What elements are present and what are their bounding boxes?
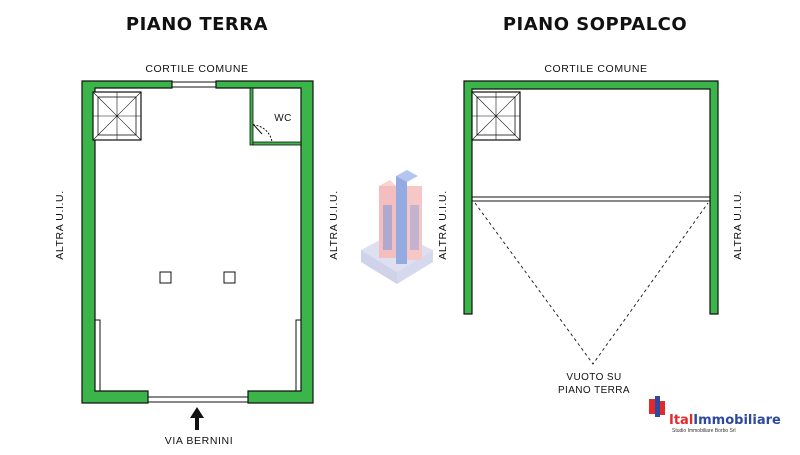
ground-outer-wall-right-top (215, 80, 314, 404)
ground-side-notches (95, 319, 301, 391)
wc-room: WC (249, 87, 302, 146)
wc-door-swing (252, 124, 273, 143)
ground-top-opening (172, 81, 216, 88)
ground-outer-wall (81, 80, 173, 404)
mezzanine-left-label: ALTRA U.I.U. (437, 190, 449, 259)
brand-subtitle: Studio Immobiliare Borbo Srl (672, 428, 736, 434)
brand-name: ItalImmobiliare (669, 413, 781, 428)
column-right (223, 271, 236, 284)
wc-door-leaf (252, 123, 263, 135)
wc-label: WC (274, 113, 291, 124)
mezzanine-skylight-icon (471, 91, 521, 141)
ground-right-label: ALTRA U.I.U. (328, 190, 340, 259)
mezzanine-right-label: ALTRA U.I.U. (732, 190, 744, 259)
ground-left-label: ALTRA U.I.U. (54, 190, 66, 259)
mezzanine-floor-title: PIANO SOPPALCO (503, 14, 687, 35)
ground-top-label: CORTILE COMUNE (145, 63, 248, 75)
ground-floor-plan: PIANO TERRA CORTILE COMUNE WC ALTRA U.I.… (54, 14, 340, 447)
brand-logo: ItalImmobiliare Studio Immobiliare Borbo… (648, 396, 781, 434)
brand-building-icon (648, 396, 666, 417)
mezzanine-outer-wall (463, 80, 719, 315)
void-dashed-lines (474, 202, 709, 365)
mezzanine-top-label: CORTILE COMUNE (544, 63, 647, 75)
ground-entrance-opening (148, 396, 248, 403)
void-label-line2: PIANO TERRA (558, 385, 630, 396)
ground-floor-title: PIANO TERRA (126, 14, 268, 35)
void-label-line1: VUOTO SU (566, 372, 621, 383)
column-left (159, 271, 172, 284)
watermark-building-logo (361, 170, 433, 284)
mezzanine-floor-plan: PIANO SOPPALCO CORTILE COMUNE VUOTO SU P… (437, 14, 744, 396)
entrance-arrow-icon (190, 407, 204, 430)
mezzanine-edge (472, 196, 710, 202)
ground-skylight-icon (92, 91, 142, 141)
ground-bottom-label: VIA BERNINI (165, 435, 233, 447)
